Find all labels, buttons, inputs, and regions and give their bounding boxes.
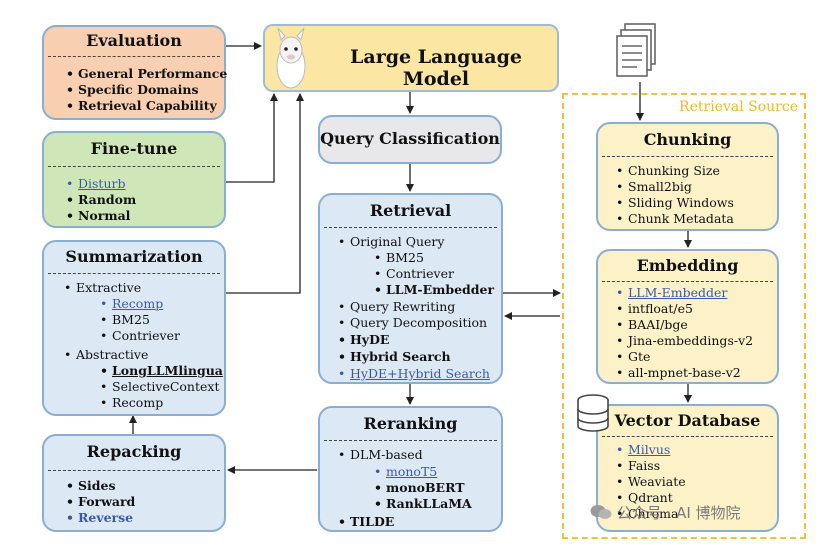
finetune-item-disturb: Disturb (66, 176, 125, 191)
query-classification-title: Query Classification (320, 129, 500, 148)
watermark-text: 公众号 · AI 博物院 (616, 504, 741, 522)
retrieval-item: Hybrid Search (338, 349, 451, 364)
summarization-item: Contriever (100, 328, 180, 343)
summarization-extractive: Extractive (64, 280, 141, 295)
chunking-title: Chunking (643, 130, 732, 149)
document-stack-icon (616, 23, 656, 77)
repacking-box: Repacking Sides Forward Reverse (42, 434, 226, 532)
retrieval-item: Query Rewriting (338, 299, 455, 314)
arrow-finetune-llm (226, 93, 278, 183)
llama-icon (276, 27, 306, 89)
retrieval-title: Retrieval (369, 201, 452, 220)
retrieval-source-label: Retrieval Source (679, 99, 798, 115)
finetune-box: Fine-tune Disturb Random Normal (42, 131, 226, 228)
vector-database-item: Weaviate (616, 474, 686, 489)
embedding-box: Embedding LLM-Embedder intfloat/e5 BAAI/… (596, 249, 779, 384)
retrieval-item-hyde-hybrid: HyDE+Hybrid Search (338, 366, 490, 381)
query-classification-box: Query Classification (318, 115, 502, 164)
retrieval-item: Query Decomposition (338, 315, 487, 330)
llm-title: Large Language Model (350, 46, 522, 90)
repacking-title: Repacking (86, 442, 182, 461)
summarization-item: SelectiveContext (100, 379, 220, 394)
summarization-box: Summarization Extractive Recomp BM25 Con… (42, 240, 226, 416)
vector-database-title: Vector Database (614, 411, 761, 430)
finetune-item: Random (66, 192, 136, 207)
reranking-item-monot5: monoT5 (374, 464, 437, 479)
retrieval-source-region: Retrieval Source (562, 93, 806, 539)
reranking-item: monoBERT (374, 480, 464, 495)
retrieval-original-item: LLM-Embedder (374, 282, 494, 297)
vector-database-item: Chroma (616, 506, 679, 521)
summarization-item: BM25 (100, 312, 150, 327)
evaluation-item: Specific Domains (66, 82, 198, 97)
reranking-box: Reranking DLM-based monoT5 monoBERT Rank… (318, 406, 503, 532)
embedding-item: Gte (616, 349, 651, 364)
wechat-icon (590, 504, 612, 520)
summarization-abstractive: Abstractive (64, 347, 148, 362)
chunking-box: Chunking Chunking Size Small2big Sliding… (596, 122, 779, 231)
finetune-item: Normal (66, 208, 131, 223)
llm-box: Large Language Model (263, 24, 559, 92)
reranking-item: RankLLaMA (374, 496, 472, 511)
reranking-dlm: DLM-based (338, 447, 423, 462)
evaluation-box: Evaluation General Performance Specific … (42, 25, 227, 120)
retrieval-original-item: Contriever (374, 266, 454, 281)
database-icon (577, 394, 609, 432)
embedding-item: all-mpnet-base-v2 (616, 365, 741, 380)
retrieval-box: Retrieval Original Query BM25 Contriever… (318, 193, 503, 384)
embedding-item: intfloat/e5 (616, 301, 693, 316)
embedding-item: Jina-embeddings-v2 (616, 333, 753, 348)
summarization-item-longllmlingua: LongLLMlingua (100, 363, 223, 378)
repacking-item-reverse: Reverse (66, 510, 133, 525)
reranking-title: Reranking (363, 414, 458, 433)
retrieval-item: HyDE (338, 332, 390, 347)
evaluation-title: Evaluation (86, 31, 182, 50)
reranking-tilde: TILDE (338, 514, 394, 529)
evaluation-item: General Performance (66, 66, 227, 81)
chunking-item: Chunking Size (616, 163, 720, 178)
repacking-item: Forward (66, 494, 135, 509)
embedding-item: BAAI/bge (616, 317, 688, 332)
embedding-item-llm-embedder: LLM-Embedder (616, 285, 727, 300)
summarization-title: Summarization (65, 247, 203, 266)
watermark: 公众号 · AI 博物院 (590, 502, 741, 523)
evaluation-item: Retrieval Capability (66, 98, 217, 113)
chunking-item: Small2big (616, 179, 692, 194)
chunking-item: Chunk Metadata (616, 211, 734, 226)
vector-database-box: Vector Database Milvus Faiss Weaviate Qd… (596, 404, 779, 532)
finetune-title: Fine-tune (90, 139, 178, 158)
arrow-summarization-llm (226, 93, 304, 294)
retrieval-original-item: BM25 (374, 250, 424, 265)
vector-database-item-milvus: Milvus (616, 442, 670, 457)
repacking-item: Sides (66, 478, 115, 493)
embedding-title: Embedding (636, 256, 739, 275)
summarization-item: Recomp (100, 395, 163, 410)
vector-database-item: Faiss (616, 458, 660, 473)
vector-database-item: Qdrant (616, 490, 673, 505)
retrieval-original-query: Original Query (338, 234, 444, 249)
summarization-item-recomp: Recomp (100, 296, 163, 311)
chunking-item: Sliding Windows (616, 195, 734, 210)
